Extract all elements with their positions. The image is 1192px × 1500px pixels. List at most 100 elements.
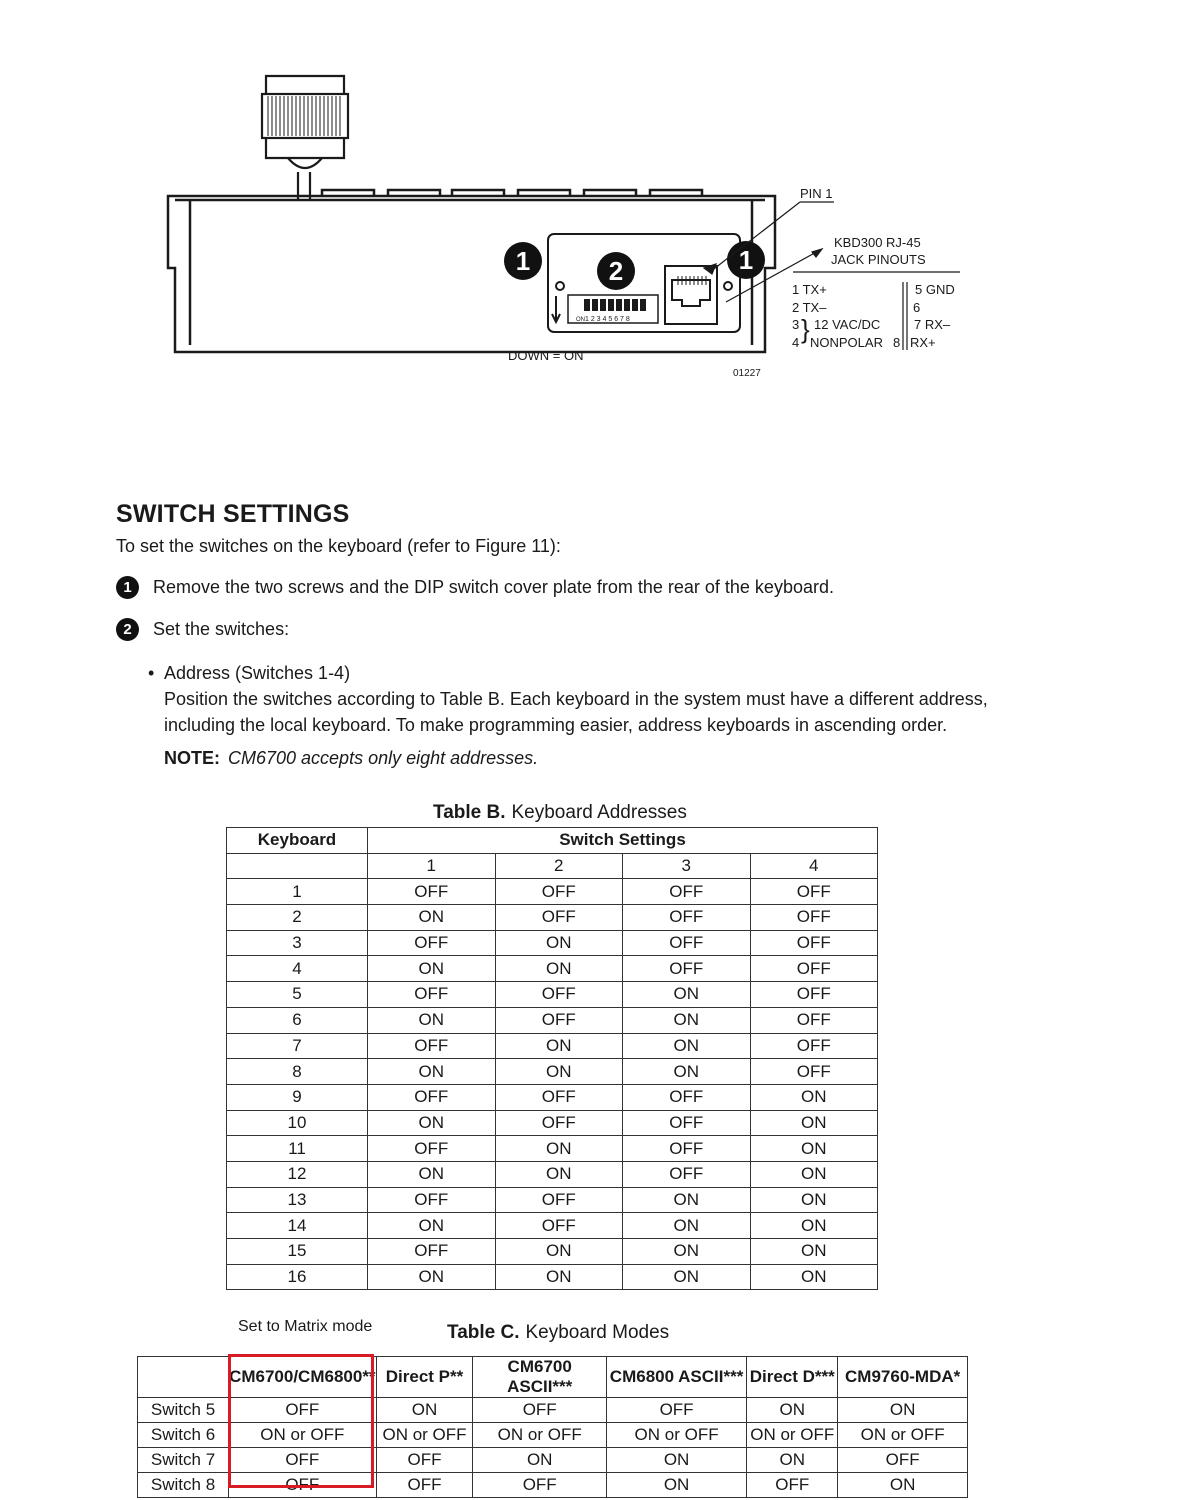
header-switch-2: 2 xyxy=(494,852,623,880)
switch-setting-cell: ON xyxy=(749,1186,878,1214)
table-b-caption: Table B.Keyboard Addresses xyxy=(433,802,687,824)
switch-setting-cell: ON xyxy=(622,1186,751,1214)
switch-setting-cell: OFF xyxy=(367,1032,496,1060)
section-title: SWITCH SETTINGS xyxy=(116,500,350,528)
keyboard-number-cell: 1 xyxy=(226,878,368,906)
header-keyboard: Keyboard xyxy=(226,827,368,854)
switch-setting-cell: ON xyxy=(749,1135,878,1162)
pin-1: 1 TX+ xyxy=(792,282,827,297)
table-c-keyboard-modes: CM6700/CM6800**Direct P**CM6700 ASCII***… xyxy=(136,1356,968,1498)
switch-setting-cell: OFF xyxy=(622,955,751,983)
pin-5: 5 GND xyxy=(915,282,955,297)
switch-setting-cell: OFF xyxy=(367,1083,496,1111)
switch-setting-cell: OFF xyxy=(494,1006,623,1034)
keyboard-number-cell: 5 xyxy=(226,981,368,1008)
switch-setting-cell: OFF xyxy=(622,1135,751,1162)
header-switch-settings: Switch Settings xyxy=(367,827,878,854)
switch-setting-cell: OFF xyxy=(494,981,623,1008)
switch-setting-cell: OFF xyxy=(749,1058,878,1085)
header-empty xyxy=(226,852,368,880)
bullet-line-2: including the local keyboard. To make pr… xyxy=(164,715,948,735)
bullet-line-1: Position the switches according to Table… xyxy=(164,689,988,709)
mode-setting-cell: OFF xyxy=(375,1472,474,1498)
down-on-label: DOWN = ON xyxy=(508,348,583,363)
dip-switch: 1 2 3 4 5 6 7 8 ON xyxy=(567,294,659,324)
switch-setting-cell: ON xyxy=(494,1032,623,1060)
header-switch-4: 4 xyxy=(749,852,878,880)
pin1-label: PIN 1 xyxy=(800,186,833,201)
switch-setting-cell: ON xyxy=(494,1263,623,1291)
switch-setting-cell: OFF xyxy=(622,929,751,957)
mode-setting-cell: ON xyxy=(746,1397,839,1423)
joystick-graphic xyxy=(260,74,350,200)
mode-header-cell: CM6700 ASCII*** xyxy=(472,1356,607,1398)
switch-setting-cell: ON xyxy=(749,1238,878,1265)
svg-text:}: } xyxy=(801,314,810,344)
pin-3-4-desc: 12 VAC/DC xyxy=(814,317,880,332)
keyboard-number-cell: 14 xyxy=(226,1212,368,1239)
switch-setting-cell: OFF xyxy=(622,904,751,931)
intro-text: To set the switches on the keyboard (ref… xyxy=(116,536,561,556)
switch-setting-cell: OFF xyxy=(749,981,878,1008)
switch-setting-cell: OFF xyxy=(622,1109,751,1137)
switch-setting-cell: OFF xyxy=(494,878,623,906)
switch-setting-cell: OFF xyxy=(749,1032,878,1060)
pin-8: 8 xyxy=(893,335,900,350)
mode-setting-cell: ON or OFF xyxy=(472,1422,607,1448)
dip-on-label: ON xyxy=(576,317,585,323)
mode-header-cell: Direct P** xyxy=(375,1356,474,1398)
mode-header-cell: CM6800 ASCII*** xyxy=(605,1356,748,1398)
table-c-title: Keyboard Modes xyxy=(525,1322,670,1343)
pin-7: 7 RX– xyxy=(914,317,951,332)
switch-setting-cell: OFF xyxy=(494,1109,623,1137)
pin-8-desc: RX+ xyxy=(910,335,936,350)
keyboard-number-cell: 16 xyxy=(226,1263,368,1291)
switch-setting-cell: ON xyxy=(367,1109,496,1137)
keyboard-number-cell: 8 xyxy=(226,1058,368,1085)
switch-setting-cell: ON xyxy=(622,981,751,1008)
mode-setting-cell: OFF xyxy=(472,1472,607,1498)
switch-setting-cell: ON xyxy=(494,1238,623,1265)
keyboard-number-cell: 4 xyxy=(226,955,368,983)
switch-setting-cell: OFF xyxy=(749,1006,878,1034)
mode-setting-cell: ON or OFF xyxy=(837,1422,968,1448)
table-c-caption: Table C.Keyboard Modes xyxy=(447,1322,669,1344)
matrix-mode-annotation: Set to Matrix mode xyxy=(238,1318,373,1335)
switch-setting-cell: ON xyxy=(749,1160,878,1188)
switch-setting-cell: OFF xyxy=(367,1135,496,1162)
switch-label-cell: Switch 7 xyxy=(136,1447,230,1473)
mode-header-cell: CM9760-MDA* xyxy=(837,1356,968,1398)
switch-setting-cell: ON xyxy=(367,1006,496,1034)
switch-label-cell: Switch 8 xyxy=(136,1472,230,1498)
dip-cover-plate xyxy=(547,233,741,333)
rj45-jack xyxy=(664,265,718,325)
mode-setting-cell: ON xyxy=(837,1397,968,1423)
mode-setting-cell: ON or OFF xyxy=(605,1422,748,1448)
switch-setting-cell: ON xyxy=(494,1058,623,1085)
callout-markers: 1 2 1 xyxy=(504,241,765,290)
mode-setting-cell: OFF xyxy=(837,1447,968,1473)
callout-2: 2 xyxy=(609,256,623,286)
header-switch-3: 3 xyxy=(622,852,751,880)
pinout-left: 1 TX+ 2 TX– 3 4 } 12 VAC/DC NONPOLAR xyxy=(792,282,883,350)
mode-setting-cell: OFF xyxy=(605,1397,748,1423)
figure-number: 01227 xyxy=(733,368,761,379)
mode-setting-cell: OFF xyxy=(375,1447,474,1473)
switch-setting-cell: ON xyxy=(749,1212,878,1239)
switch-setting-cell: OFF xyxy=(367,878,496,906)
switch-setting-cell: ON xyxy=(749,1083,878,1111)
switch-label-cell: Switch 6 xyxy=(136,1422,230,1448)
keyboard-rear-figure: 1 2 3 4 5 6 7 8 ON 1 2 1 PIN 1 KBD300 RJ… xyxy=(166,74,960,379)
switch-setting-cell: OFF xyxy=(367,1186,496,1214)
pin-3-4-desc2: NONPOLAR xyxy=(810,335,883,350)
